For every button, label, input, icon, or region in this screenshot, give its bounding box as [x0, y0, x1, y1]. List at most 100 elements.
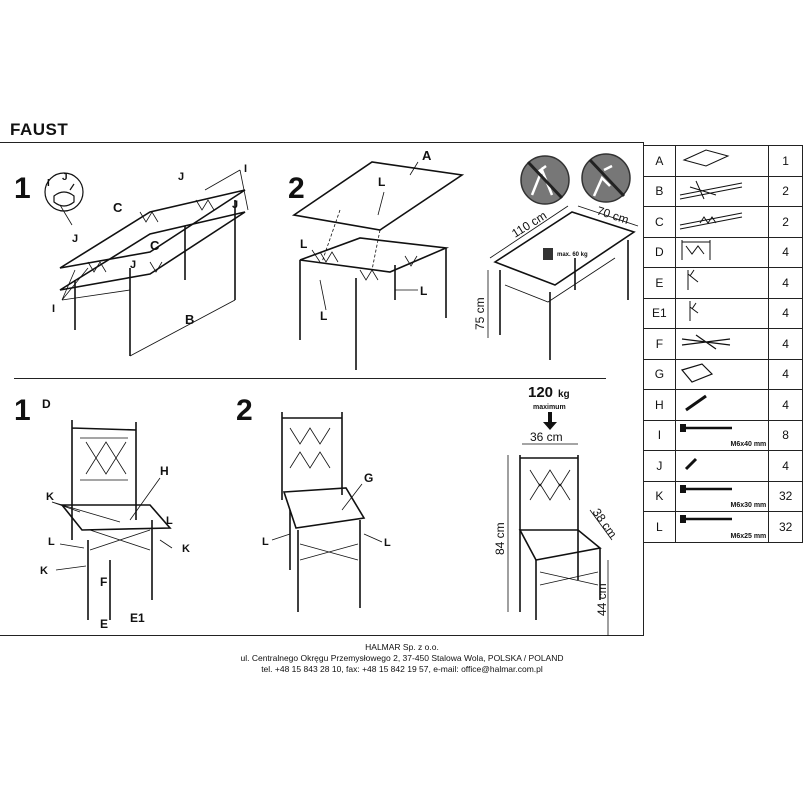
part-spec: M6x30 mm — [730, 502, 767, 509]
small-pin-icon — [674, 450, 770, 482]
cross-brace-icon — [674, 328, 770, 360]
table-label-l4: L — [420, 284, 427, 298]
footer-contact: tel. +48 15 843 28 10, fax: +48 15 842 1… — [261, 664, 543, 674]
bolt-icon: M6x25 mm — [674, 511, 770, 543]
part-quantity: 4 — [768, 267, 803, 299]
chair-height-dim: 84 cm — [493, 522, 507, 555]
chair-label-e1: E1 — [130, 611, 145, 625]
part-quantity: 32 — [768, 511, 803, 543]
detail-label-i: I — [47, 178, 50, 189]
table-top-panel — [291, 161, 465, 231]
table-label-l1: L — [378, 175, 385, 189]
section-divider — [14, 378, 606, 379]
chair-label-l2: L — [166, 515, 173, 527]
table-label-j1: J — [178, 171, 184, 183]
part-quantity: 4 — [768, 358, 803, 390]
table-width-dim: 70 cm — [595, 204, 630, 227]
part-quantity: 4 — [768, 297, 803, 329]
part-quantity: 4 — [768, 328, 803, 360]
part-letter: K — [643, 480, 676, 512]
table-label-l2: L — [300, 237, 307, 251]
parts-row: E1 4 — [643, 297, 803, 329]
footer-company: HALMAR Sp. z o.o. — [365, 642, 439, 652]
table-leg-frame-icon — [674, 175, 770, 207]
table-label-b: B — [185, 312, 194, 327]
part-spec: M6x25 mm — [730, 532, 767, 540]
table-length-dim: 110 cm — [509, 208, 549, 240]
chair-label-l4: L — [384, 537, 391, 549]
part-letter: B — [643, 175, 676, 207]
table-max-load: max. 60 kg — [557, 252, 588, 258]
table-label-i1: I — [244, 163, 247, 175]
table-height-dim: 75 cm — [473, 297, 487, 330]
chair-width-dim: 36 cm — [530, 430, 563, 444]
chair-step1-number: 1 — [14, 394, 31, 427]
chair-load-value: 120 — [528, 384, 553, 401]
chair-label-h: H — [160, 464, 169, 478]
chair-label-e: E — [100, 617, 108, 631]
part-spec: M6x40 mm — [730, 441, 767, 448]
weight-icon — [543, 248, 553, 260]
part-letter: E1 — [643, 297, 676, 329]
chair-seat — [282, 487, 366, 529]
chair-step2-drawing: 2 G L L — [236, 394, 391, 612]
part-quantity: 4 — [768, 236, 803, 268]
footer: HALMAR Sp. z o.o. ul. Centralnego Okręgu… — [0, 642, 804, 675]
part-quantity: 8 — [768, 419, 803, 451]
part-letter: D — [643, 236, 676, 268]
chair-label-l1: L — [48, 536, 55, 548]
part-letter: A — [643, 145, 676, 177]
table-top-icon — [674, 145, 770, 177]
table-step2-drawing: 2 A L L L L — [288, 148, 465, 370]
part-quantity: 32 — [768, 480, 803, 512]
chair-label-l3: L — [262, 536, 269, 548]
bolt-icon: M6x40 mm — [674, 419, 770, 451]
part-quantity: 1 — [768, 145, 803, 177]
chair-label-g: G — [364, 471, 373, 485]
product-title: FAUST — [10, 120, 69, 139]
table-step1-number: 1 — [14, 172, 31, 205]
chair-label-d: D — [42, 397, 51, 411]
chair-leg-icon — [674, 267, 770, 299]
chair-label-k1: K — [46, 491, 54, 503]
part-letter: H — [643, 389, 676, 421]
chair-back-icon — [674, 236, 770, 268]
chair-seat-height-dim: 44 cm — [595, 583, 609, 616]
assembly-drawing: 1 I J C C B J J J J I I 2 A L L L L — [14, 148, 639, 636]
table-label-j3: J — [72, 233, 78, 245]
chair-load-unit: kg — [558, 389, 570, 400]
part-letter: E — [643, 267, 676, 299]
table-label-j4: J — [130, 259, 136, 271]
part-quantity: 2 — [768, 206, 803, 238]
part-letter: L — [643, 511, 676, 543]
table-label-a: A — [422, 148, 432, 163]
part-quantity: 4 — [768, 389, 803, 421]
seat-cushion-icon — [674, 358, 770, 390]
chair-depth-dim: 38 cm — [590, 506, 620, 541]
chair-step2-number: 2 — [236, 394, 253, 427]
chair-leg-alt-icon — [674, 297, 770, 329]
table-label-j2: J — [232, 199, 238, 211]
chair-step1-drawing: 1 D H K K K L L F E E1 — [14, 394, 190, 631]
load-arrow-icon — [543, 412, 557, 430]
table-label-c-top: C — [113, 200, 123, 215]
table-label-i2: I — [52, 303, 55, 315]
part-letter: J — [643, 450, 676, 482]
part-letter: I — [643, 419, 676, 451]
chair-label-k3: K — [40, 565, 48, 577]
warning-icons — [520, 153, 631, 205]
part-letter: F — [643, 328, 676, 360]
part-quantity: 2 — [768, 175, 803, 207]
